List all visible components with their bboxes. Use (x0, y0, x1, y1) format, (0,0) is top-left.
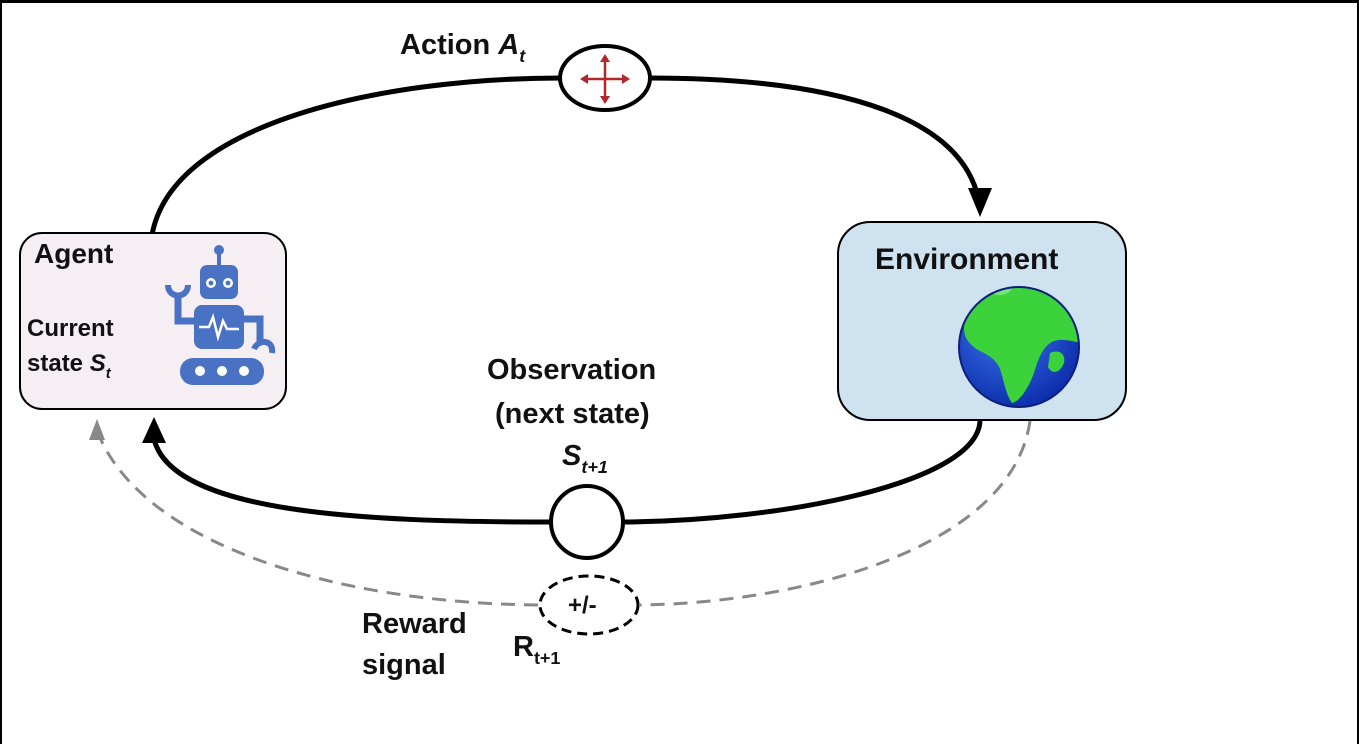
robot-icon (165, 245, 276, 385)
observation-line2: (next state) (495, 398, 650, 430)
environment-title: Environment (875, 243, 1059, 276)
reward-dashed-arc (96, 420, 1032, 607)
action-label-text: Action (400, 29, 491, 61)
agent-title: Agent (34, 238, 114, 269)
arrowhead-to-agent (142, 417, 166, 443)
reward-symbol-label: Rt+1 (513, 631, 560, 668)
observation-symbol-label: St+1 (562, 440, 608, 477)
reward-line2: signal (362, 649, 446, 681)
reward-symbol: R (513, 631, 534, 663)
observation-subscript: t+1 (581, 457, 608, 478)
agent-state-symbol: S (89, 350, 106, 377)
reward-node-text: +/- (568, 592, 597, 619)
observation-symbol: S (562, 440, 582, 472)
diagram-canvas: Action At Agent Current state St Environ… (2, 3, 1357, 744)
action-loop-arc (149, 75, 983, 236)
reward-arrowhead (89, 419, 105, 440)
observation-loop-arc (151, 420, 983, 525)
action-symbol: A (498, 29, 520, 61)
observation-line1: Observation (487, 354, 657, 386)
agent-state-subscript: t (105, 365, 111, 382)
reward-node (538, 574, 640, 636)
globe-icon (958, 286, 1080, 408)
arrowhead-to-environment (968, 188, 992, 217)
action-label: Action At (400, 29, 525, 66)
observation-node (549, 484, 625, 560)
agent-state-line1: Current (27, 315, 114, 342)
agent-state-line2: state St (27, 350, 111, 382)
four-way-arrow-icon (580, 54, 630, 104)
diagram-svg (19, 44, 1127, 636)
action-subscript: t (519, 46, 526, 67)
reward-line1: Reward (362, 608, 467, 640)
reward-subscript: t+1 (533, 648, 561, 669)
agent-state-word: state (27, 350, 84, 377)
